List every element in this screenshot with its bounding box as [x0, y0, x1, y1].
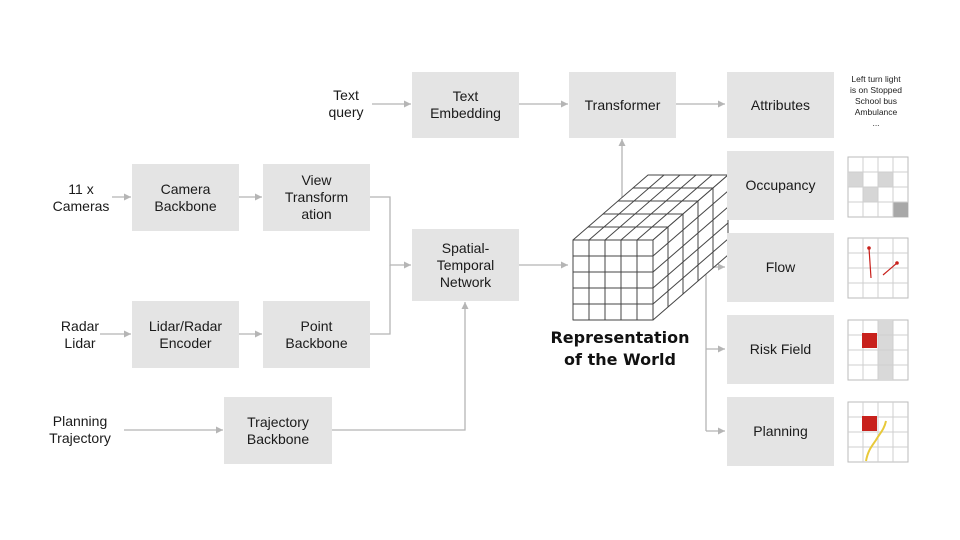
- view-transformation-block: View Transform ation: [263, 164, 370, 231]
- trajectory-backbone-block: Trajectory Backbone: [224, 397, 332, 464]
- attributes-example-text: Left turn light is on Stopped School bus…: [850, 74, 902, 128]
- spatial-temporal-network-block: Spatial- Temporal Network: [412, 229, 519, 301]
- occupancy-block: Occupancy: [727, 151, 834, 220]
- attributes-block: Attributes: [727, 72, 834, 138]
- cameras-label: 11 x Cameras: [52, 181, 110, 214]
- planning-grid-icon: [847, 401, 909, 463]
- text-embedding-block: Text Embedding: [412, 72, 519, 138]
- arrow-trajectory-backbone-to-spatial: [332, 302, 469, 431]
- flow-grid-icon: [847, 237, 909, 299]
- lidar-radar-encoder-block: Lidar/Radar Encoder: [132, 301, 239, 368]
- radar-lidar-label: Radar Lidar: [60, 318, 100, 351]
- occupancy-grid-icon: [847, 156, 909, 218]
- planning-trajectory-label: Planning Trajectory: [49, 413, 111, 446]
- world-representation-cube: [572, 174, 729, 321]
- planning-block: Planning: [727, 397, 834, 466]
- point-backbone-block: Point Backbone: [263, 301, 370, 368]
- risk-field-block: Risk Field: [727, 315, 834, 384]
- world-representation-title: Representation of the World: [550, 328, 690, 369]
- risk-field-grid-icon: [847, 319, 909, 381]
- text-query-label: Text query: [328, 87, 364, 120]
- transformer-block: Transformer: [569, 72, 676, 138]
- flow-block: Flow: [727, 233, 834, 302]
- arrow-view-transformation-to-spatial: [370, 196, 411, 269]
- line-point-backbone-to-spatial: [370, 265, 391, 335]
- camera-backbone-block: Camera Backbone: [132, 164, 239, 231]
